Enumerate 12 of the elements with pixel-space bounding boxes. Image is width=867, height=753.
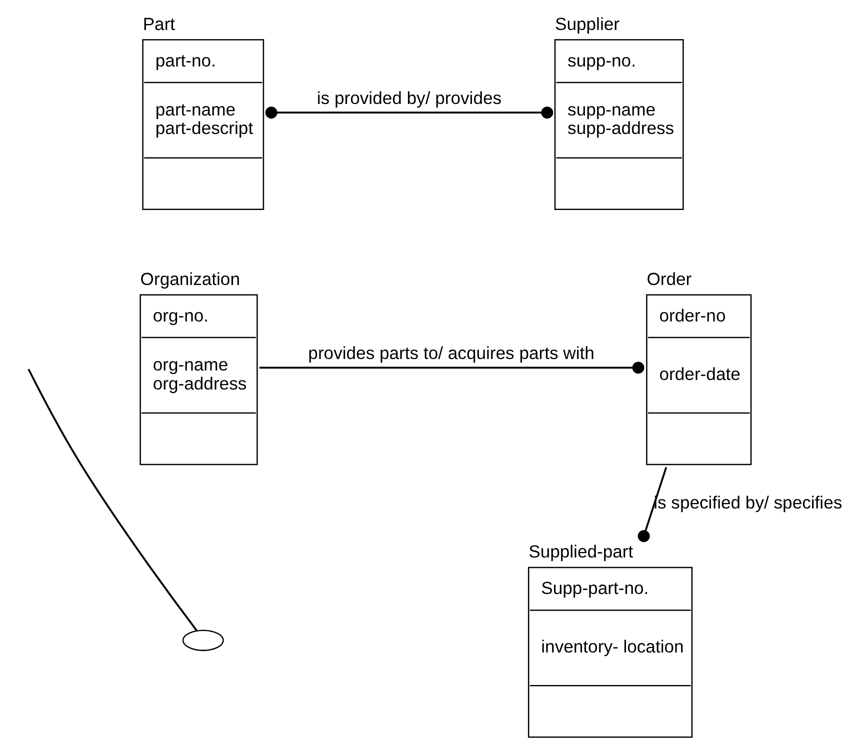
node-label: Order bbox=[646, 269, 692, 290]
connector bbox=[259, 362, 644, 374]
connector bbox=[28, 368, 198, 632]
edge-label: is provided by/ provides bbox=[316, 88, 502, 108]
connector bbox=[638, 466, 668, 542]
node-label: Organization bbox=[140, 269, 240, 290]
connector bbox=[265, 106, 554, 119]
edge-label: provides parts to/ acquires parts with bbox=[308, 343, 594, 364]
node-label: Supplier bbox=[554, 14, 620, 34]
node-label: Part bbox=[142, 14, 176, 34]
node-label: Supplied-part bbox=[528, 542, 634, 562]
node-semicircle bbox=[182, 630, 224, 652]
